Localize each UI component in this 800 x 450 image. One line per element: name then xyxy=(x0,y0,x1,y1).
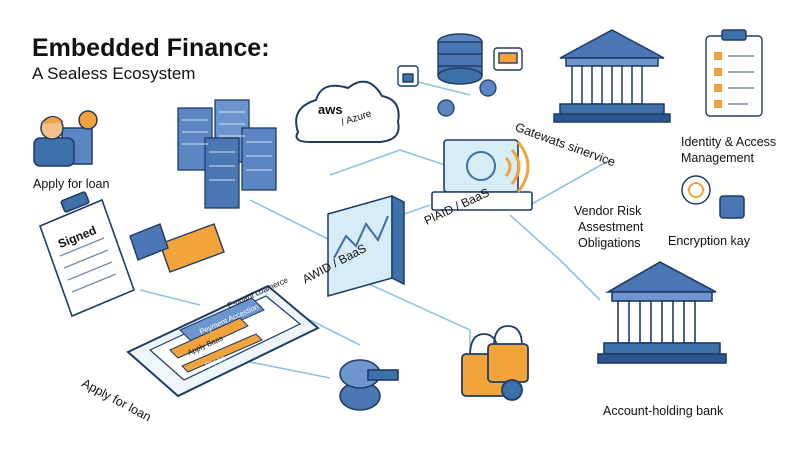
server-cluster-icon xyxy=(177,99,277,209)
person-icon xyxy=(33,110,98,167)
clipboard-checklist-icon xyxy=(705,29,763,117)
assessment-label: Assestment xyxy=(578,220,644,234)
page-subtitle: A Sealess Ecosystem xyxy=(32,64,196,83)
coin-icons xyxy=(437,79,497,117)
bank-top-icon xyxy=(553,29,671,123)
wifi-icon xyxy=(504,141,530,193)
monitor-icon xyxy=(431,139,533,211)
database-icon xyxy=(437,33,483,85)
page-title: Embedded Finance: xyxy=(32,34,270,62)
encryption-key-label: Encryption kay xyxy=(668,234,750,248)
lock-small-icon xyxy=(397,65,419,87)
identity-access-label: Identity & Access xyxy=(681,135,777,149)
signed-clipboard-icon xyxy=(38,191,136,318)
cloud-aws-label: aws xyxy=(318,102,343,117)
obligations-label: Obligations xyxy=(578,236,641,250)
management-label: Management xyxy=(681,151,754,165)
bank-bottom-icon xyxy=(597,261,727,364)
smartphone-icon xyxy=(126,284,320,398)
apply-loan-label-top: Apply for loan xyxy=(33,177,110,191)
cloud-icon xyxy=(295,80,400,143)
chat-icon xyxy=(493,47,523,71)
vendor-risk-label: Vendor Risk xyxy=(574,204,642,218)
key-fingerprint-icon xyxy=(681,175,745,219)
coin-stack-icon xyxy=(339,359,399,411)
payment-card-icon xyxy=(129,223,225,273)
analytics-panel-icon xyxy=(327,194,405,297)
padlock-icons xyxy=(461,325,529,401)
account-bank-label: Account-holding bank xyxy=(603,404,724,418)
